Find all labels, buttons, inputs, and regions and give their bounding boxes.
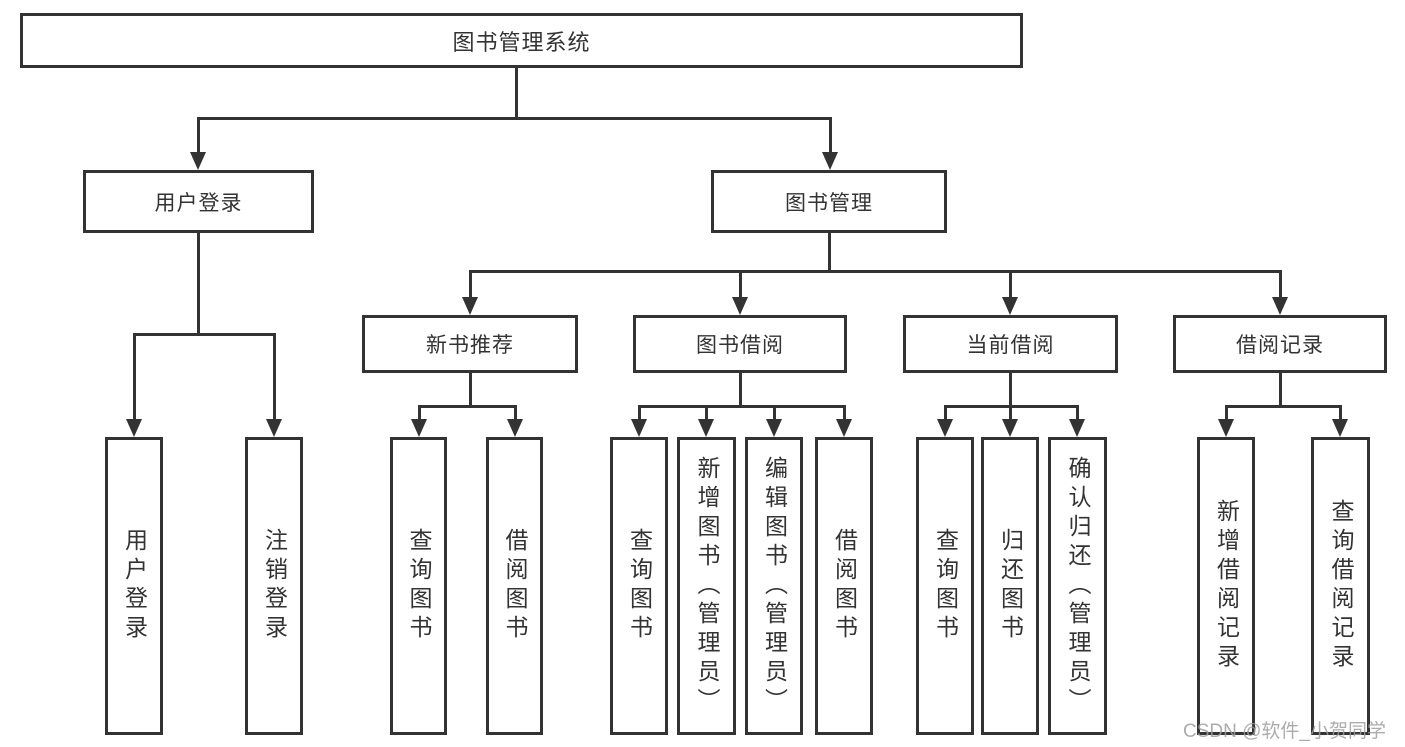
connector-drop-current-borrow bbox=[1009, 270, 1012, 300]
connector-drop-borrow-record bbox=[1279, 270, 1282, 300]
arrowhead-leaf-logout bbox=[266, 419, 282, 437]
connector-drop-book-mgmt bbox=[829, 117, 832, 155]
connector-drop-leaf-logout bbox=[273, 333, 276, 421]
connector-drop-query-book-borrow bbox=[638, 405, 641, 421]
arrowhead-query-book-new bbox=[411, 419, 427, 437]
arrowhead-add-book bbox=[698, 419, 714, 437]
connector-current-borrow-stem bbox=[1009, 373, 1012, 408]
connector-drop-return-book bbox=[1009, 405, 1012, 421]
connector-drop-confirm-return bbox=[1076, 405, 1079, 421]
connector-drop-query-record bbox=[1339, 405, 1342, 421]
arrowhead-borrow-book-2 bbox=[836, 419, 852, 437]
node-new-book-recommend: 新书推荐 bbox=[362, 315, 578, 373]
leaf-query-books-current: 查询图书 bbox=[916, 437, 974, 735]
connector-drop-add-record bbox=[1225, 405, 1228, 421]
arrowhead-borrow-book-new bbox=[507, 419, 523, 437]
connector-drop-borrow-book-2 bbox=[843, 405, 846, 421]
node-borrowing-records: 借阅记录 bbox=[1173, 315, 1387, 373]
connector-drop-leaf-user-login bbox=[133, 333, 136, 421]
connector-user-login-rail bbox=[133, 333, 276, 336]
connector-drop-new-book-rec bbox=[469, 270, 472, 300]
node-book-management: 图书管理 bbox=[711, 170, 947, 233]
connector-drop-user-login bbox=[197, 117, 200, 155]
node-user-login: 用户登录 bbox=[83, 170, 314, 233]
arrowhead-add-record bbox=[1218, 419, 1234, 437]
node-book-borrowing: 图书借阅 bbox=[633, 315, 847, 373]
leaf-confirm-return-admin: 确认归还（管理员） bbox=[1048, 437, 1107, 735]
arrowhead-query-record bbox=[1332, 419, 1348, 437]
node-library-management-system: 图书管理系统 bbox=[20, 13, 1023, 68]
connector-drop-query-book-new bbox=[418, 405, 421, 421]
connector-borrow-record-rail bbox=[1225, 405, 1342, 408]
arrowhead-new-book-rec bbox=[462, 297, 478, 315]
arrowhead-book-mgmt bbox=[822, 152, 838, 170]
connector-drop-edit-book bbox=[773, 405, 776, 421]
connector-new-book-stem bbox=[469, 373, 472, 408]
arrowhead-confirm-return bbox=[1069, 419, 1085, 437]
leaf-return-books: 归还图书 bbox=[981, 437, 1039, 735]
arrowhead-edit-book bbox=[766, 419, 782, 437]
arrowhead-user-login bbox=[190, 152, 206, 170]
connector-user-login-stem bbox=[197, 233, 200, 336]
arrowhead-borrow-record bbox=[1272, 297, 1288, 315]
connector-drop-query-book-current bbox=[944, 405, 947, 421]
arrowhead-return-book bbox=[1002, 419, 1018, 437]
connector-book-mgmt-stem bbox=[828, 233, 831, 273]
arrowhead-query-book-borrow bbox=[631, 419, 647, 437]
connector-new-book-rail bbox=[418, 405, 517, 408]
csdn-watermark: CSDN @软件_小贺同学 bbox=[1183, 721, 1386, 742]
leaf-borrow-books: 借阅图书 bbox=[815, 437, 873, 735]
arrowhead-book-borrow bbox=[732, 297, 748, 315]
connector-root-stem bbox=[515, 68, 518, 118]
connector-level2-rail bbox=[197, 117, 832, 120]
leaf-query-borrow-record: 查询借阅记录 bbox=[1311, 437, 1370, 735]
leaf-edit-books-admin: 编辑图书（管理员） bbox=[745, 437, 803, 735]
connector-borrow-record-stem bbox=[1279, 373, 1282, 408]
leaf-query-books-recommend: 查询图书 bbox=[390, 437, 447, 735]
leaf-add-borrow-record: 新增借阅记录 bbox=[1197, 437, 1255, 735]
arrowhead-leaf-user-login bbox=[126, 419, 142, 437]
connector-book-borrow-rail bbox=[638, 405, 846, 408]
connector-drop-borrow-book-new bbox=[514, 405, 517, 421]
leaf-add-books-admin: 新增图书（管理员） bbox=[677, 437, 736, 735]
leaf-user-login: 用户登录 bbox=[105, 437, 163, 735]
connector-book-borrow-stem bbox=[739, 373, 742, 408]
arrowhead-query-book-current bbox=[937, 419, 953, 437]
leaf-logout: 注销登录 bbox=[245, 437, 303, 735]
leaf-borrow-books-recommend: 借阅图书 bbox=[486, 437, 543, 735]
leaf-query-books-borrow: 查询图书 bbox=[610, 437, 668, 735]
connector-drop-add-book bbox=[705, 405, 708, 421]
node-current-borrowing: 当前借阅 bbox=[903, 315, 1118, 373]
connector-level3-rail bbox=[469, 270, 1282, 273]
connector-drop-book-borrow bbox=[739, 270, 742, 300]
arrowhead-current-borrow bbox=[1002, 297, 1018, 315]
